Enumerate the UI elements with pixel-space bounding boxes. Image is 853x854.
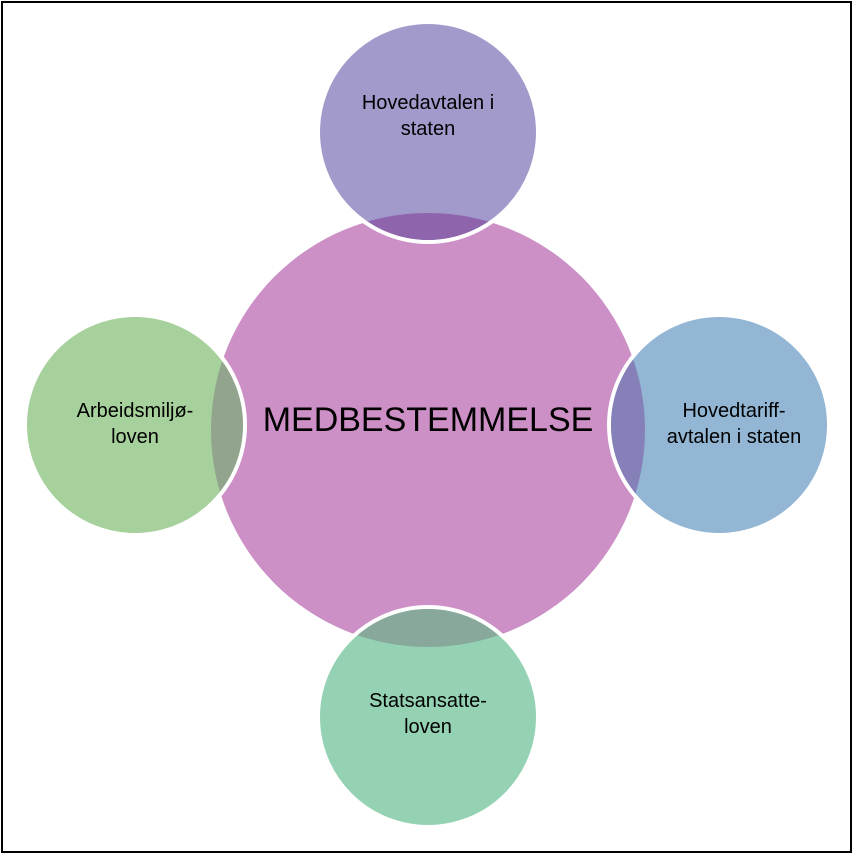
- satellite-bottom: [316, 605, 540, 829]
- center-label: MEDBESTEMMELSE: [262, 401, 594, 439]
- left-circle: [23, 313, 247, 537]
- right-label: Hovedtariff- avtalen i staten: [666, 400, 802, 448]
- center-circle: [211, 213, 645, 647]
- bottom-circle: [316, 605, 540, 829]
- satellite-left: [23, 313, 247, 537]
- bottom-label: Statsansatte- loven: [369, 690, 487, 738]
- right-circle: [607, 313, 831, 537]
- satellite-right: [607, 313, 831, 537]
- top-circle: [316, 20, 540, 244]
- top-label: Hovedavtalen i staten: [361, 92, 495, 140]
- satellite-top: [316, 20, 540, 244]
- left-label: Arbeidsmiljø- loven: [76, 400, 194, 448]
